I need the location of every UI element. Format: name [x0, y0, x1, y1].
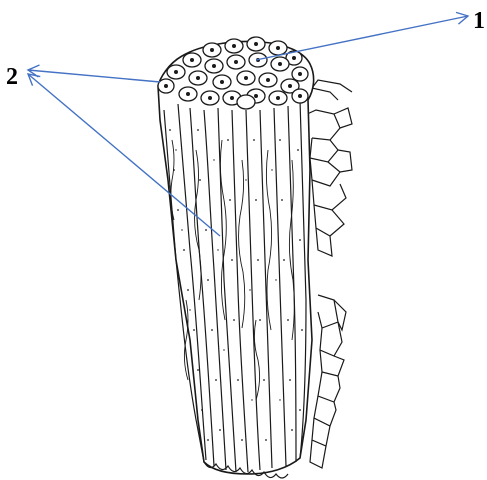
label-1: 1 — [473, 9, 485, 33]
label-2: 2 — [6, 65, 18, 89]
fiber-bundle-body — [158, 42, 314, 478]
arrow-to-label-2-upper — [28, 70, 160, 82]
arrow-to-label-1 — [256, 16, 468, 60]
adjacent-cell-network — [305, 80, 352, 468]
